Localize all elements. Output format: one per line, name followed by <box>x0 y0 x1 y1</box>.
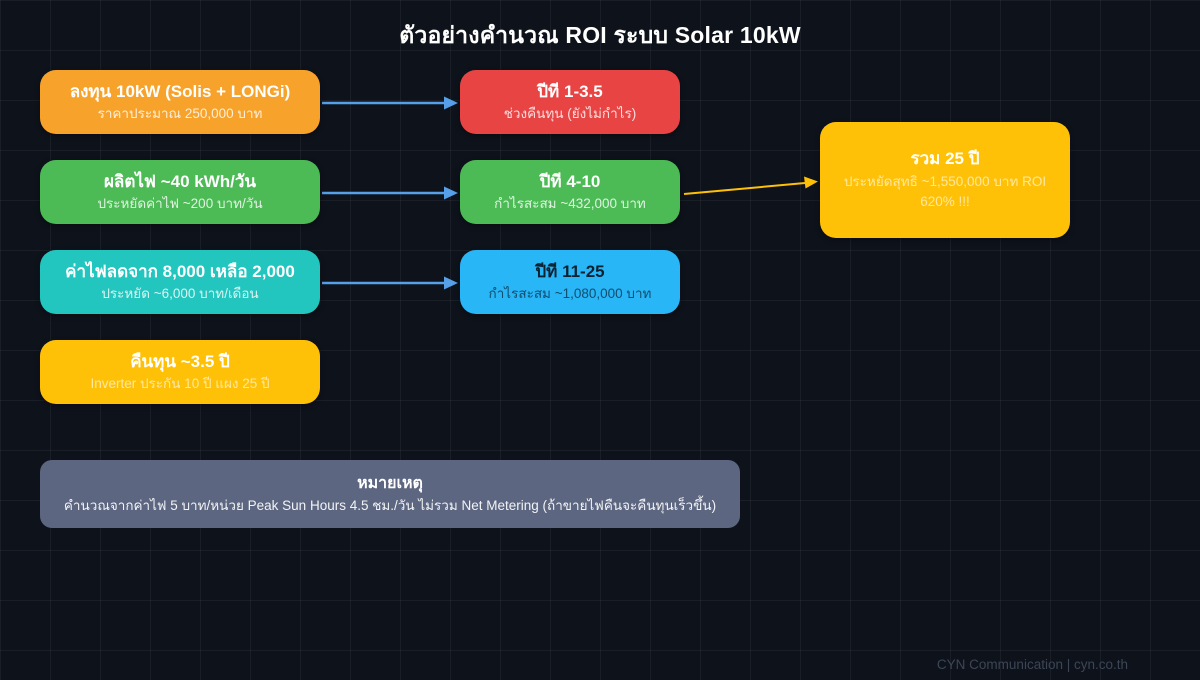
node-subtitle: Inverter ประกัน 10 ปี แผง 25 ปี <box>90 376 270 392</box>
node-subtitle: ช่วงคืนทุน (ยังไม่กำไร) <box>503 106 637 122</box>
arrowhead-4 <box>804 176 818 189</box>
node-title: ค่าไฟลดจาก 8,000 เหลือ 2,000 <box>65 261 295 281</box>
node-bill-reduction: ค่าไฟลดจาก 8,000 เหลือ 2,000 ประหยัด ~6,… <box>40 250 320 314</box>
node-title: รวม 25 ปี <box>910 149 980 169</box>
node-years-11-25: ปีที 11-25 กำไรสะสม ~1,080,000 บาท <box>460 250 680 314</box>
node-years-1-3: ปีที 1-3.5 ช่วงคืนทุน (ยังไม่กำไร) <box>460 70 680 134</box>
node-payback: คืนทุน ~3.5 ปี Inverter ประกัน 10 ปี แผง… <box>40 340 320 404</box>
node-subtitle: ราคาประมาณ 250,000 บาท <box>97 106 263 122</box>
node-title: ผลิตไฟ ~40 kWh/วัน <box>103 171 257 191</box>
node-title: ปีที 11-25 <box>535 261 605 281</box>
node-subtitle: ประหยัด ~6,000 บาท/เดือน <box>101 286 259 302</box>
node-title: ปีที 1-3.5 <box>537 81 603 101</box>
node-subtitle: กำไรสะสม ~432,000 บาท <box>494 196 646 212</box>
node-title: ปีที 4-10 <box>539 171 601 191</box>
node-title: คืนทุน ~3.5 ปี <box>130 351 230 371</box>
node-subtitle: ประหยัดค่าไฟ ~200 บาท/วัน <box>97 196 263 212</box>
node-subtitle: กำไรสะสม ~1,080,000 บาท <box>488 286 652 302</box>
node-subtitle: ประหยัดสุทธิ ~1,550,000 บาท ROI 620% !!! <box>843 174 1047 210</box>
page-title: ตัวอย่างคำนวณ ROI ระบบ Solar 10kW <box>399 22 801 48</box>
note-body: คำนวณจากค่าไฟ 5 บาท/หน่วย Peak Sun Hours… <box>63 497 717 513</box>
node-title: ลงทุน 10kW (Solis + LONGi) <box>69 81 291 101</box>
node-summary-25y: รวม 25 ปี ประหยัดสุทธิ ~1,550,000 บาท RO… <box>820 122 1070 238</box>
node-investment: ลงทุน 10kW (Solis + LONGi) ราคาประมาณ 25… <box>40 70 320 134</box>
watermark-credit: CYN Communication | cyn.co.th <box>936 657 1128 672</box>
arrowhead-1 <box>444 96 458 110</box>
arrowhead-3 <box>444 276 458 290</box>
arrow-year4-to-summary <box>683 182 806 195</box>
arrowhead-2 <box>444 186 458 200</box>
note-box: หมายเหตุ คำนวณจากค่าไฟ 5 บาท/หน่วย Peak … <box>40 460 740 528</box>
node-production: ผลิตไฟ ~40 kWh/วัน ประหยัดค่าไฟ ~200 บาท… <box>40 160 320 224</box>
note-title: หมายเหตุ <box>357 474 423 492</box>
node-years-4-10: ปีที 4-10 กำไรสะสม ~432,000 บาท <box>460 160 680 224</box>
